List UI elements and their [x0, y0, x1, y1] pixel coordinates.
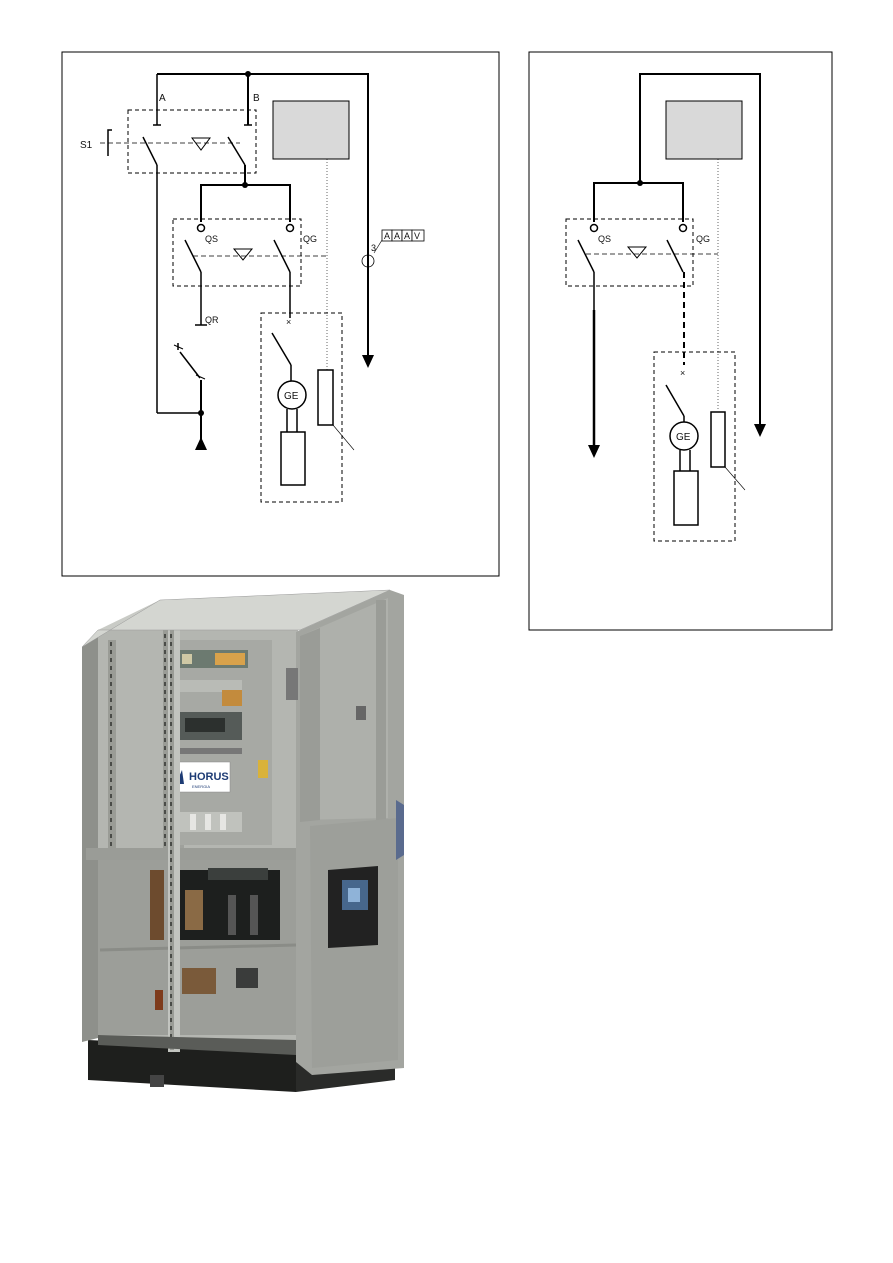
controller-box	[272, 100, 350, 160]
s1-box	[127, 109, 257, 174]
label-ct: 3	[371, 243, 376, 253]
qs-qg-box	[172, 218, 302, 287]
meter-group: A A A V	[381, 229, 425, 242]
right-label-ge: GE	[676, 432, 691, 443]
right-controller-box	[665, 100, 743, 160]
brand-sub: ENERGIA	[192, 784, 210, 789]
label-supply-b: B	[253, 93, 260, 104]
svg-text:×: ×	[680, 368, 685, 378]
svg-text:×: ×	[286, 317, 291, 327]
right-frame	[528, 51, 833, 631]
label-s1: S1	[80, 140, 93, 151]
right-label-qs: QS	[598, 234, 611, 244]
left-schematic: × A A A V A	[61, 51, 500, 577]
meter-label: A	[384, 231, 390, 241]
gen-box	[260, 312, 343, 503]
left-frame	[61, 51, 500, 577]
cabinet-photo: HORUS ENERGIA	[81, 589, 404, 1092]
label-ge: GE	[284, 391, 299, 402]
meter-label: A	[404, 231, 410, 241]
meter-label: V	[414, 231, 420, 241]
brand-name: HORUS	[189, 771, 229, 783]
label-supply-a: A	[159, 93, 166, 104]
label-qg: QG	[303, 234, 317, 244]
label-qr: QR	[205, 315, 219, 325]
right-generator-symbol	[669, 421, 699, 451]
output-arrow	[362, 355, 374, 368]
label-qs: QS	[205, 234, 218, 244]
right-schematic: × QS QG GE	[528, 51, 833, 631]
left-generator-symbol	[277, 380, 307, 410]
top-bus	[157, 73, 369, 365]
cabinet-left-side	[82, 630, 98, 1042]
cabinet-plinth	[88, 1040, 296, 1092]
meter-label: A	[394, 231, 400, 241]
right-label-qg: QG	[696, 234, 710, 244]
